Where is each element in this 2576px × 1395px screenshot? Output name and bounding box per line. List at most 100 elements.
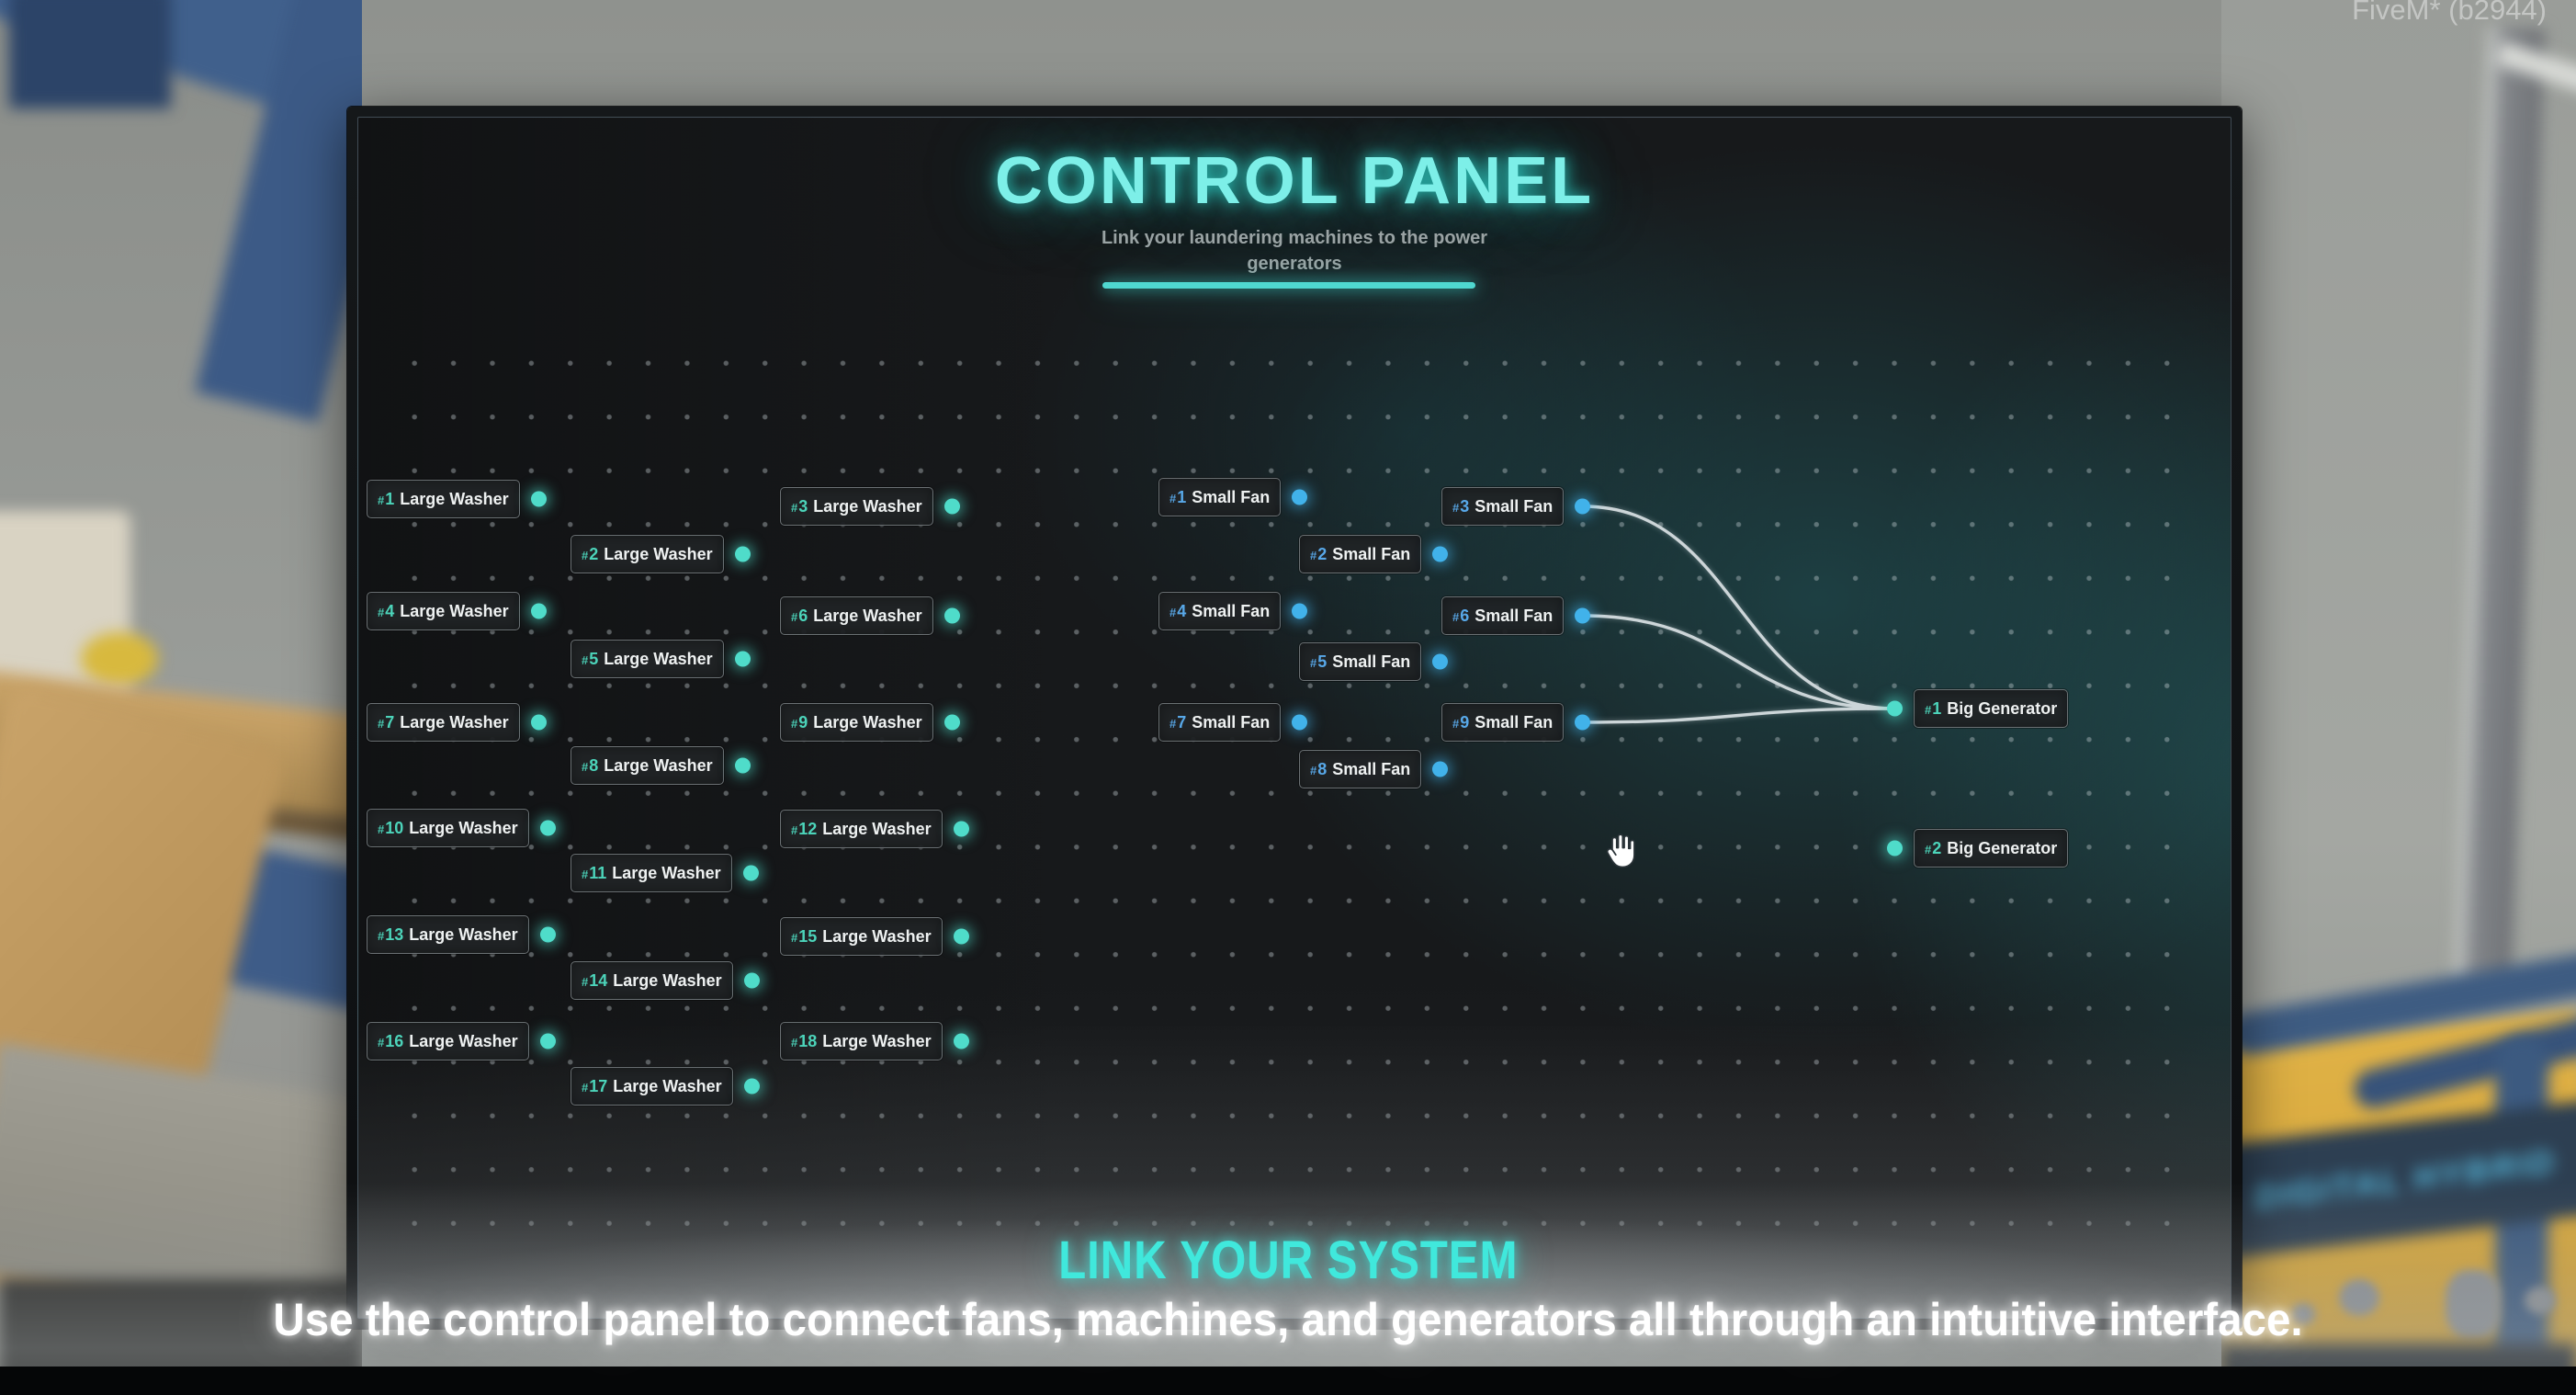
washer-7-port[interactable] <box>530 714 547 731</box>
washer-17-port[interactable] <box>743 1078 760 1094</box>
generator-number: #1 <box>1925 698 1942 718</box>
washer-label: Large Washer <box>604 755 713 775</box>
washer-number: #18 <box>791 1031 818 1050</box>
washer-number: #7 <box>378 712 395 732</box>
fan-number: #2 <box>1310 544 1328 563</box>
fan-label: Small Fan <box>1474 712 1554 732</box>
washer-label: Large Washer <box>409 818 518 837</box>
node-washer-11[interactable]: #11 Large Washer <box>571 854 759 892</box>
washer-number: #14 <box>582 970 608 990</box>
generator-1-port[interactable] <box>1887 700 1903 717</box>
fan-4-port[interactable] <box>1292 603 1308 619</box>
fan-label: Small Fan <box>1332 759 1411 778</box>
fan-number: #1 <box>1169 487 1187 506</box>
generator-outlet <box>2339 1279 2379 1316</box>
washer-1-port[interactable] <box>530 491 547 507</box>
washer-10-port[interactable] <box>539 820 556 836</box>
washer-2-port[interactable] <box>734 546 751 562</box>
generator-label: Big Generator <box>1947 838 2058 857</box>
washer-18-port[interactable] <box>953 1033 969 1049</box>
generator-2-port[interactable] <box>1887 840 1903 856</box>
caption-body: Use the control panel to connect fans, m… <box>273 1294 2303 1345</box>
fan-label: Small Fan <box>1192 487 1271 506</box>
fan-2-port[interactable] <box>1432 546 1449 562</box>
fan-3-port[interactable] <box>1575 498 1591 515</box>
washer-label: Large Washer <box>400 712 509 732</box>
washer-number: #13 <box>378 924 404 944</box>
washer-16-port[interactable] <box>539 1033 556 1049</box>
washer-8-port[interactable] <box>734 757 751 774</box>
washer-13-port[interactable] <box>539 926 556 943</box>
fan-label: Small Fan <box>1474 606 1554 625</box>
washer-4-port[interactable] <box>530 603 547 619</box>
fan-6-port[interactable] <box>1575 607 1591 624</box>
page-subtitle: Link your laundering machines to the pow… <box>1101 228 1488 274</box>
washer-6-port[interactable] <box>943 607 960 624</box>
fan-8-port[interactable] <box>1432 761 1449 777</box>
washer-label: Large Washer <box>400 489 509 508</box>
washer-3-port[interactable] <box>943 498 960 515</box>
washer-15-port[interactable] <box>953 928 969 945</box>
node-washer-17[interactable]: #17 Large Washer <box>571 1067 760 1106</box>
washer-label: Large Washer <box>613 1076 722 1095</box>
fan-1-port[interactable] <box>1292 489 1308 505</box>
node-washer-1[interactable]: #1 Large Washer <box>367 480 547 518</box>
washer-label: Large Washer <box>813 712 922 732</box>
washer-number: #9 <box>791 712 808 732</box>
washer-14-port[interactable] <box>743 972 760 989</box>
fan-label: Small Fan <box>1332 544 1411 563</box>
washer-number: #17 <box>582 1076 608 1095</box>
fan-label: Small Fan <box>1332 652 1411 671</box>
background-right-generator: DIGITAL HYBRID <box>2221 0 2576 1395</box>
washer-number: #11 <box>582 863 607 882</box>
washer-number: #5 <box>582 649 599 668</box>
washer-12-port[interactable] <box>953 821 969 837</box>
node-generator-2[interactable]: #2 Big Generator <box>1887 829 2069 868</box>
generator-outlet <box>2291 1303 2315 1325</box>
fan-7-port[interactable] <box>1292 714 1308 731</box>
letterbox-bar <box>0 1367 2576 1395</box>
metal-shelf-post <box>2454 27 2546 984</box>
washer-label: Large Washer <box>604 544 713 563</box>
title-divider <box>1102 282 1475 289</box>
node-fan-1[interactable]: #1 Small Fan <box>1158 478 1308 516</box>
fan-5-port[interactable] <box>1432 653 1449 670</box>
washer-number: #8 <box>582 755 599 775</box>
washer-11-port[interactable] <box>742 865 759 881</box>
washer-5-port[interactable] <box>734 651 751 667</box>
washer-9-port[interactable] <box>943 714 960 731</box>
washer-label: Large Washer <box>612 863 721 882</box>
fan-label: Small Fan <box>1192 601 1271 620</box>
washer-number: #1 <box>378 489 395 508</box>
fan-9-port[interactable] <box>1575 714 1591 731</box>
generator-number: #2 <box>1925 838 1942 857</box>
control-panel-canvas[interactable]: CONTROL PANEL Link your laundering machi… <box>357 117 2231 1319</box>
generator-outlet <box>2525 1287 2556 1314</box>
washer-label: Large Washer <box>400 601 509 620</box>
